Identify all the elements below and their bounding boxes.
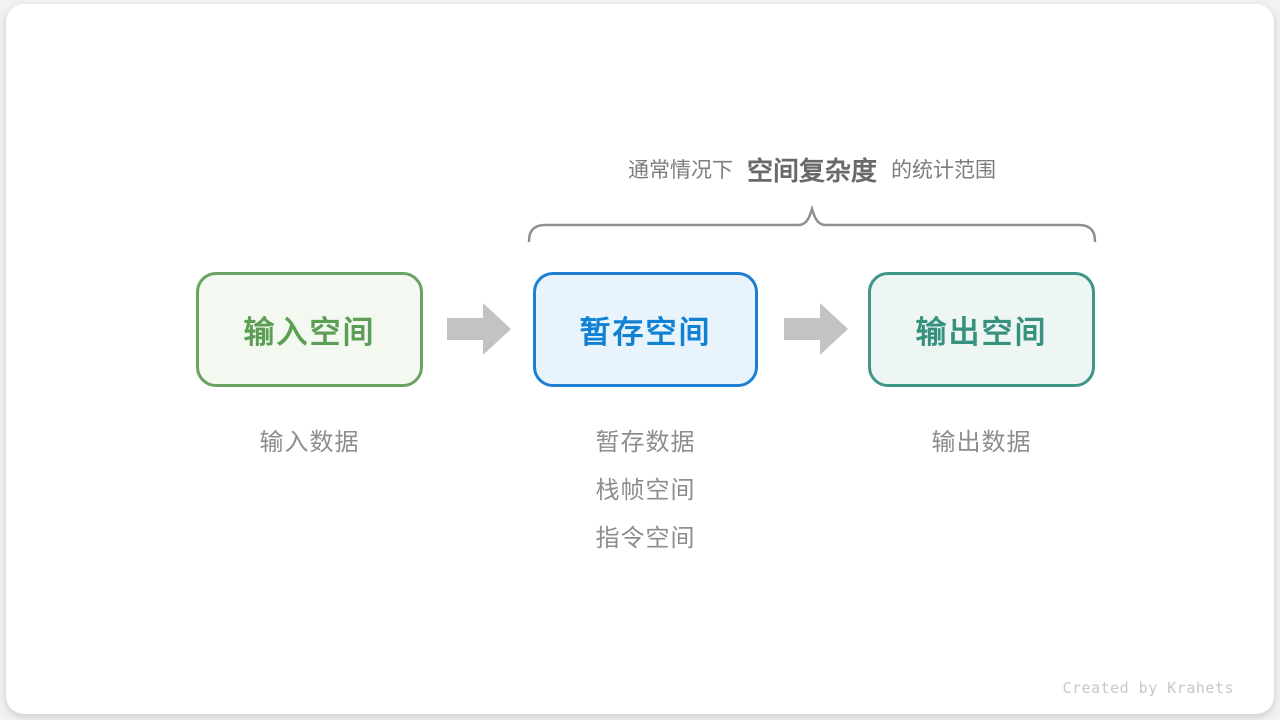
output-space-box: 输出空间 xyxy=(868,272,1095,387)
arrow-right-glyph xyxy=(784,303,848,355)
arrow-right-icon xyxy=(784,303,848,355)
output-annotation: 输出数据 xyxy=(868,428,1095,458)
input-space-label: 输入空间 xyxy=(243,315,376,350)
curly-brace-glyph xyxy=(527,204,1097,243)
credit-text: Created by Krahets xyxy=(1062,679,1234,697)
arrow-right-icon xyxy=(447,303,511,355)
temp-space-label: 暂存空间 xyxy=(579,315,712,350)
input-annotation: 输入数据 xyxy=(196,428,423,458)
annotation-line: 输入数据 xyxy=(259,429,360,456)
annotation-line: 指令空间 xyxy=(595,525,696,552)
canvas-card: 通常情况下 空间复杂度 的统计范围 输入空间 暂存空间 输出空间 xyxy=(6,4,1274,714)
scope-title: 通常情况下 空间复杂度 的统计范围 xyxy=(529,146,1095,192)
arrow-right-glyph xyxy=(447,303,511,355)
scope-title-prefix: 通常情况下 xyxy=(627,159,733,182)
output-space-label: 输出空间 xyxy=(915,315,1048,350)
scope-title-emphasis: 空间复杂度 xyxy=(746,155,877,186)
temp-space-box: 暂存空间 xyxy=(533,272,758,387)
temp-annotation: 暂存数据 栈帧空间 指令空间 xyxy=(533,419,758,563)
annotation-line: 栈帧空间 xyxy=(595,477,696,504)
input-space-box: 输入空间 xyxy=(196,272,423,387)
annotation-line: 暂存数据 xyxy=(595,429,696,456)
scope-title-suffix: 的统计范围 xyxy=(891,159,996,182)
curly-brace xyxy=(521,202,1105,250)
annotation-line: 输出数据 xyxy=(931,429,1032,456)
